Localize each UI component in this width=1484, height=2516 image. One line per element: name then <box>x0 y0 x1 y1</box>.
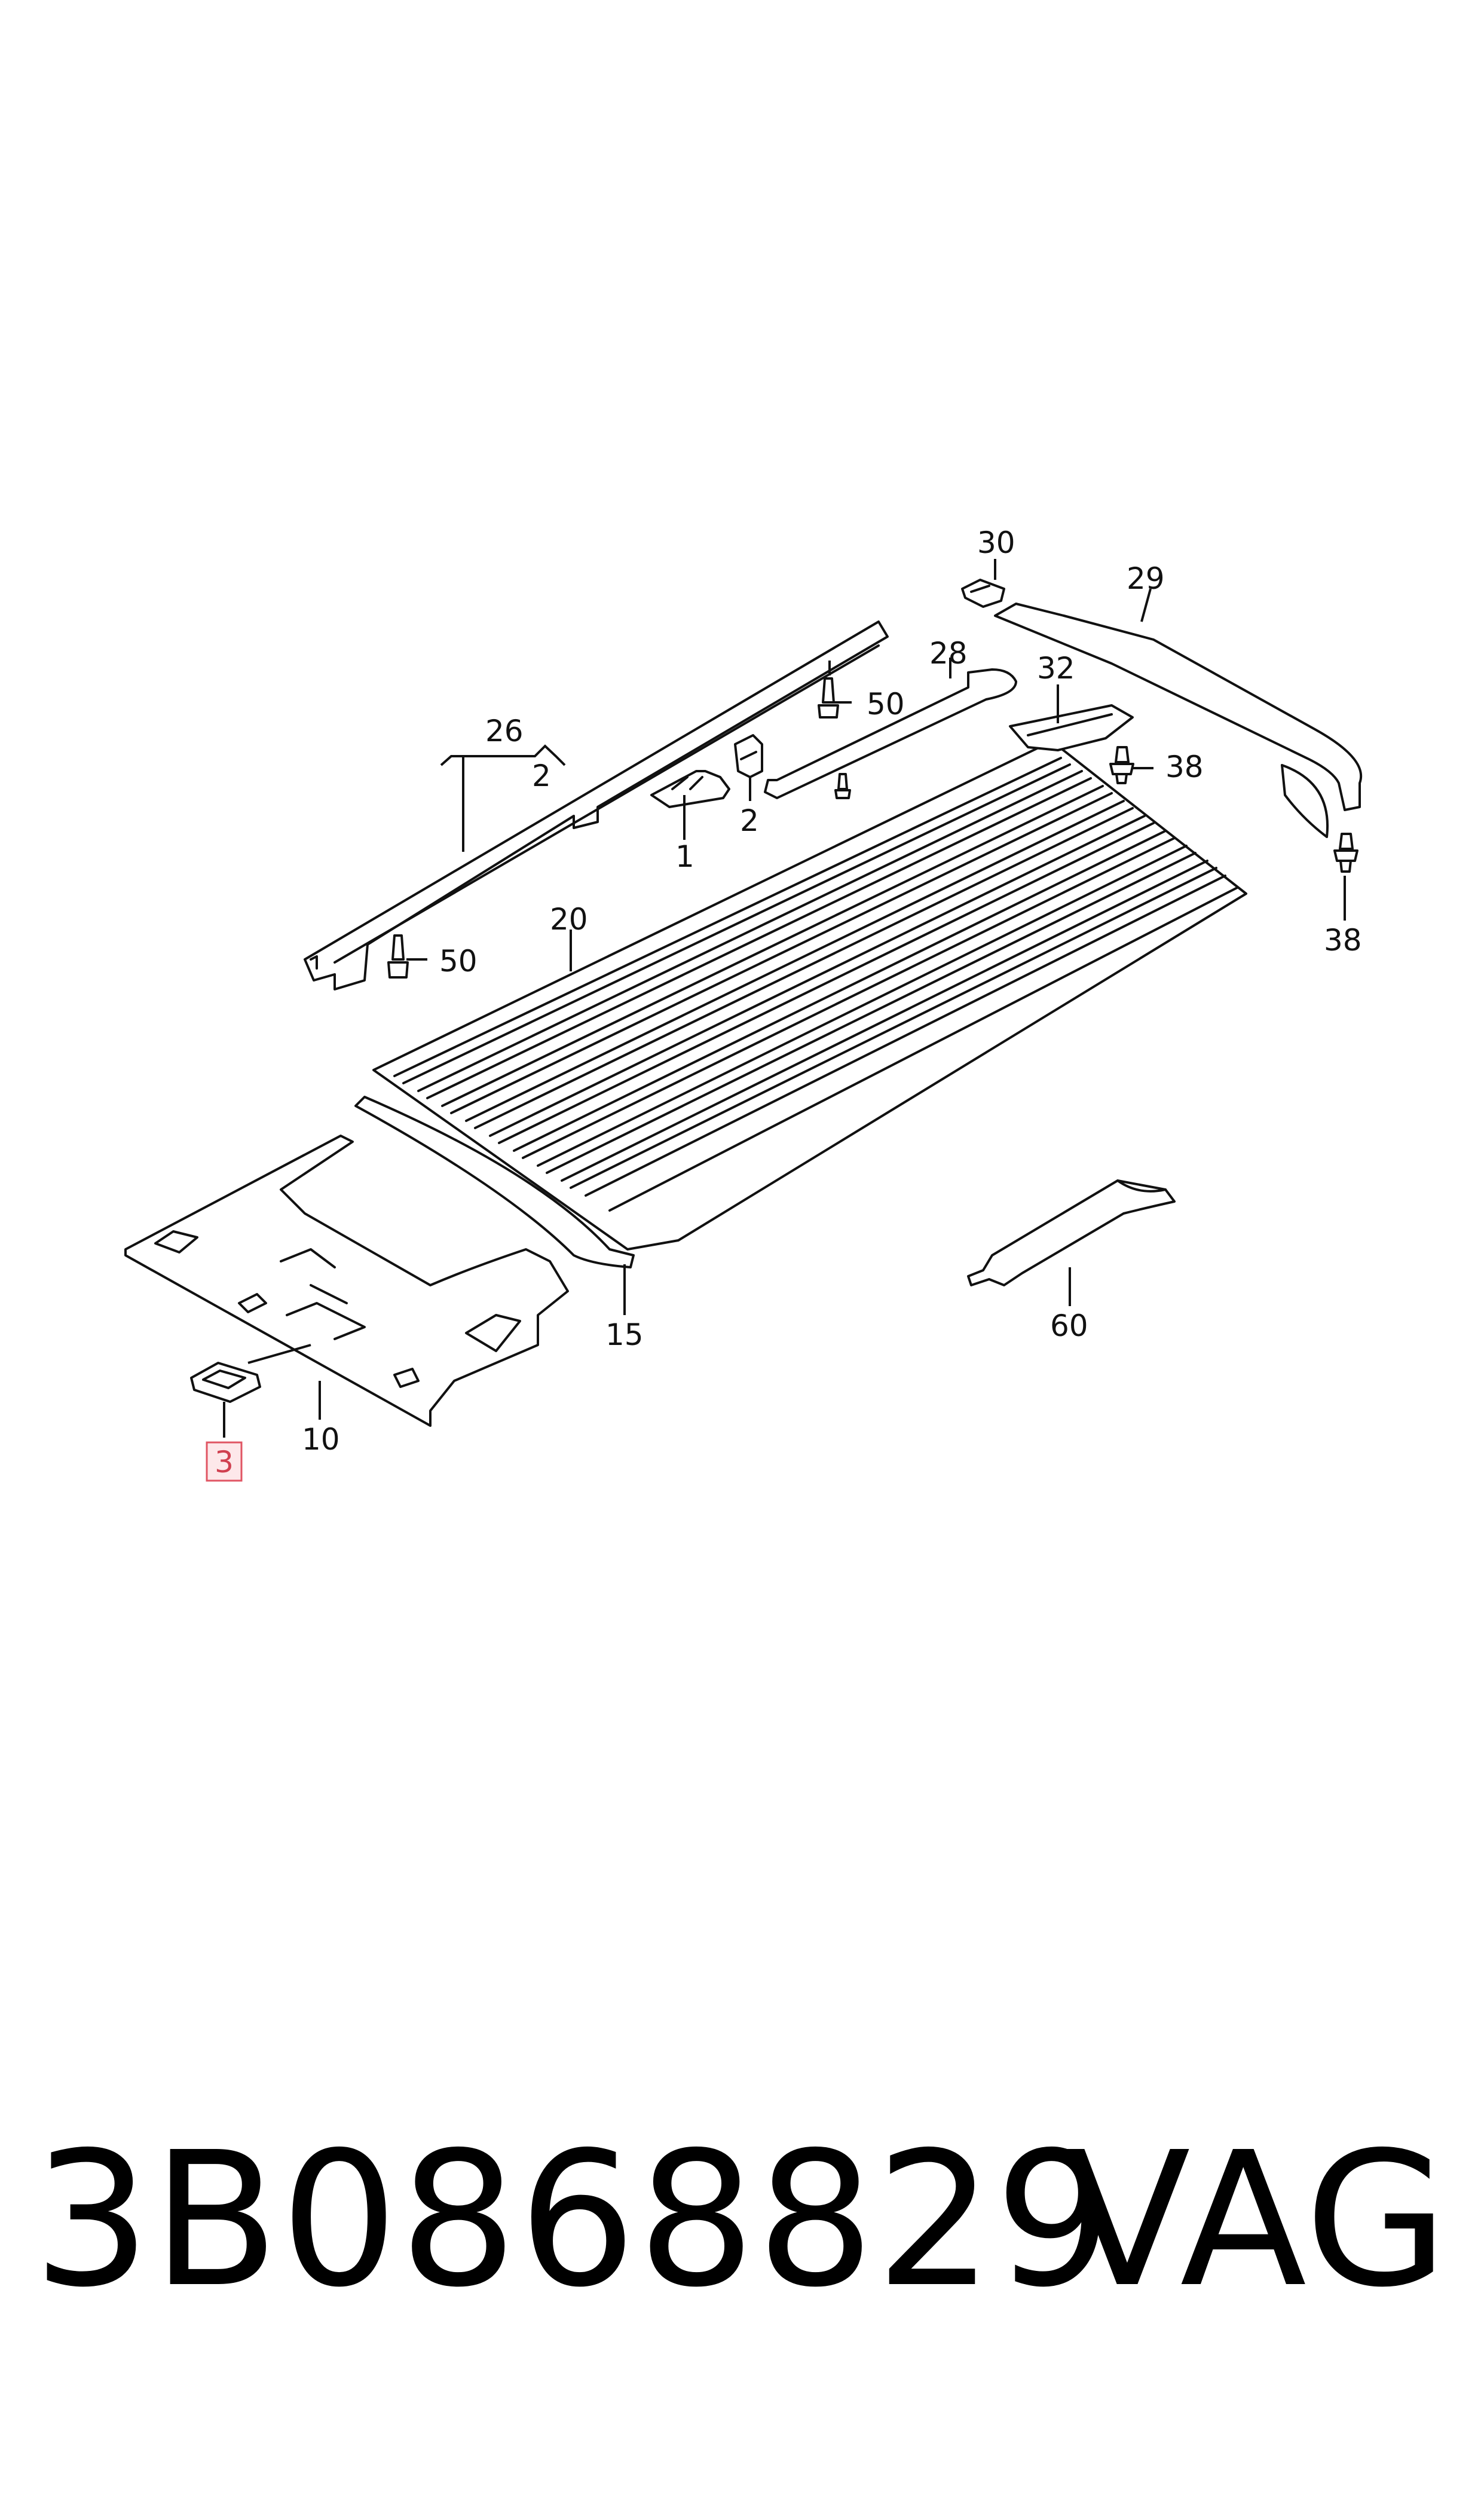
clip-part-38-right <box>1109 746 1134 784</box>
callout-50-lower: 50 <box>439 944 478 979</box>
headliner-part-10 <box>124 1135 569 1427</box>
callout-1: 1 <box>675 839 694 874</box>
callout-20: 20 <box>550 902 588 937</box>
callout-28: 28 <box>929 636 968 671</box>
clip-part-38-lower <box>1333 833 1358 873</box>
bracket-part-1 <box>650 770 730 808</box>
clip-part-2 <box>734 734 763 778</box>
handle-strip-part-28 <box>764 668 1017 799</box>
part-number: 3B0868829 <box>33 2113 1114 2328</box>
leader-lines <box>223 559 1346 1438</box>
callout-2-rail: 2 <box>532 759 551 793</box>
callout-50-upper: 50 <box>867 687 905 722</box>
front-trim-strip-part-15 <box>354 1096 635 1268</box>
callout-10: 10 <box>302 1422 340 1457</box>
callout-29: 29 <box>1127 561 1165 596</box>
screw-part-50-upper <box>818 677 839 719</box>
callout-2-clip: 2 <box>740 803 759 838</box>
roof-rail-part-26 <box>304 620 889 990</box>
callout-30: 30 <box>977 525 1015 560</box>
callout-38-lower: 38 <box>1324 923 1362 958</box>
callout-26: 26 <box>485 714 524 748</box>
callout-15: 15 <box>605 1317 644 1352</box>
clip-part-30 <box>961 579 1005 608</box>
callout-60: 60 <box>1050 1309 1088 1343</box>
frame-part-3 <box>190 1362 261 1403</box>
callout-32: 32 <box>1037 651 1075 686</box>
callout-3-highlighted[interactable]: 3 <box>215 1445 234 1479</box>
adhesive-tube-part-60 <box>967 1179 1176 1286</box>
side-rail-part-29 <box>994 603 1363 838</box>
mount-plate-part-32 <box>1009 704 1134 751</box>
highlight-box-3 <box>206 1441 243 1482</box>
callout-38-right: 38 <box>1165 750 1204 784</box>
screw-small <box>834 773 851 799</box>
brand-name: VAG <box>1064 2113 1450 2328</box>
screw-part-50-lower <box>387 934 409 979</box>
callout-labels: 26 2 1 2 50 50 28 30 29 32 38 38 20 15 1… <box>206 525 1362 1482</box>
roof-panel-part-20 <box>372 740 1247 1251</box>
